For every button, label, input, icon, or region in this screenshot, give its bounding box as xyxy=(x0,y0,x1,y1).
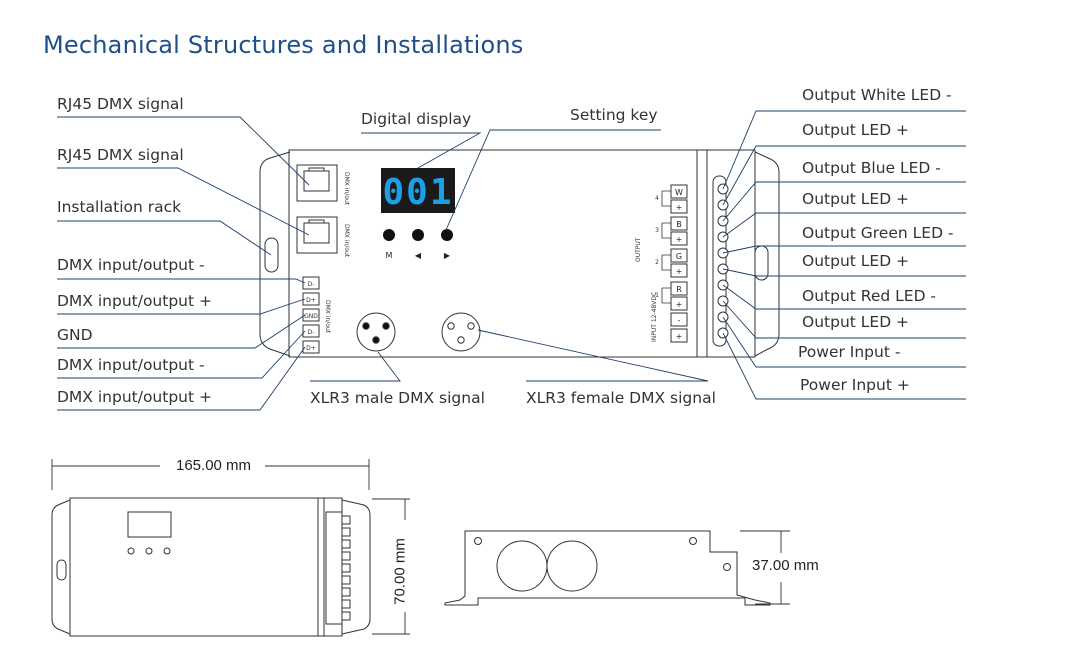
top-view-outline xyxy=(51,497,371,637)
dmx-inout-label: DMX in/out xyxy=(324,300,331,334)
dmx-terminal-gnd xyxy=(302,308,320,322)
rj45-port-1 xyxy=(296,164,338,202)
label-dmx-minus-2: DMX input/output - xyxy=(57,356,205,374)
label-power-input-minus: Power Input - xyxy=(798,343,901,361)
label-output-green-minus: Output Green LED - xyxy=(802,224,954,242)
output-1-minus-terminal xyxy=(670,281,688,296)
output-4-plus-terminal xyxy=(670,199,688,214)
label-setting-key: Setting key xyxy=(570,106,658,124)
key-right-label: ▶ xyxy=(444,251,451,260)
label-dmx-plus-1: DMX input/output + xyxy=(57,292,212,310)
label-gnd: GND xyxy=(57,326,93,344)
rj45-label-1: DMX in/out xyxy=(343,172,350,206)
output-2-minus-terminal xyxy=(670,248,688,263)
dmx-terminal-label-3: GND xyxy=(304,313,318,320)
input-minus-terminal xyxy=(670,312,688,327)
page-title: Mechanical Structures and Installations xyxy=(43,31,524,59)
output-channel-1: 1 xyxy=(655,292,659,299)
output-3-minus-label: B xyxy=(676,220,682,229)
output-1-plus-terminal xyxy=(670,296,688,311)
input-voltage-label: INPUT 12-48VDC xyxy=(651,292,658,342)
side-view-outline xyxy=(444,530,771,606)
label-rj45-dmx-2: RJ45 DMX signal xyxy=(57,146,184,164)
output-3-plus-label: + xyxy=(676,235,683,244)
output-led-symbols xyxy=(661,190,671,304)
input-minus-label: - xyxy=(678,316,681,325)
leader-lines xyxy=(57,110,966,411)
xlr-female-connector xyxy=(441,312,481,352)
label-rj45-dmx-1: RJ45 DMX signal xyxy=(57,95,184,113)
xlr-male-connector xyxy=(356,312,396,352)
output-4-minus-terminal xyxy=(670,184,688,199)
output-3-plus-terminal xyxy=(670,231,688,246)
key-right-button[interactable] xyxy=(441,229,453,241)
output-4-plus-label: + xyxy=(676,203,683,212)
label-installation-rack: Installation rack xyxy=(57,198,182,216)
dimension-lines xyxy=(51,459,790,635)
installation-rack-slot-left xyxy=(264,237,279,273)
label-dmx-minus-1: DMX input/output - xyxy=(57,256,205,274)
label-power-input-plus: Power Input + xyxy=(800,376,910,394)
output-2-plus-label: + xyxy=(676,267,683,276)
dmx-terminal-label-4: D- xyxy=(308,329,315,336)
output-4-minus-label: W xyxy=(675,188,683,197)
input-plus-label: + xyxy=(676,332,683,341)
label-output-red-minus: Output Red LED - xyxy=(802,287,937,305)
dimension-height: 37.00 mm xyxy=(752,557,819,574)
output-3-minus-terminal xyxy=(670,216,688,231)
key-m-button[interactable] xyxy=(383,229,395,241)
output-channel-3: 3 xyxy=(655,227,659,234)
output-2-minus-label: G xyxy=(676,252,682,261)
label-xlr-female: XLR3 female DMX signal xyxy=(526,389,716,407)
label-xlr-male: XLR3 male DMX signal xyxy=(310,389,485,407)
dmx-terminal-d-plus-2 xyxy=(302,340,320,354)
device-body xyxy=(259,149,780,358)
label-digital-display: Digital display xyxy=(361,110,472,128)
label-output-led-plus-4: Output LED + xyxy=(802,313,910,331)
label-output-white-minus: Output White LED - xyxy=(802,86,952,104)
dmx-terminal-d-plus-1 xyxy=(302,292,320,306)
display-value: 001 xyxy=(382,172,453,213)
dmx-terminal-label-1: D- xyxy=(308,281,315,288)
rj45-label-2: DMX in/out xyxy=(343,224,350,258)
dimension-length: 165.00 mm xyxy=(176,457,252,474)
rj45-port-2 xyxy=(296,216,338,254)
output-1-plus-label: + xyxy=(676,300,683,309)
output-2-plus-terminal xyxy=(670,263,688,278)
label-output-led-plus-3: Output LED + xyxy=(802,252,910,270)
dmx-terminal-label-5: D+ xyxy=(306,345,316,352)
digital-display xyxy=(381,168,455,213)
output-channel-2: 2 xyxy=(655,259,659,266)
dmx-terminal-label-2: D+ xyxy=(306,297,316,304)
installation-rack-slot-right xyxy=(754,245,769,281)
label-output-blue-minus: Output Blue LED - xyxy=(802,159,941,177)
output-channel-4: 4 xyxy=(655,195,659,202)
key-left-label: ◀ xyxy=(415,251,422,260)
dmx-terminal-d-minus-2 xyxy=(302,324,320,338)
key-left-button[interactable] xyxy=(412,229,424,241)
input-plus-terminal xyxy=(670,328,688,343)
key-m-label: M xyxy=(386,251,393,260)
top-view-terminals xyxy=(341,515,351,621)
dmx-terminal-d-minus-1 xyxy=(302,276,320,290)
output-label: OUTPUT xyxy=(635,237,642,262)
output-1-minus-label: R xyxy=(676,285,682,294)
label-output-led-plus-1: Output LED + xyxy=(802,121,910,139)
label-output-led-plus-2: Output LED + xyxy=(802,190,910,208)
label-dmx-plus-2: DMX input/output + xyxy=(57,388,212,406)
